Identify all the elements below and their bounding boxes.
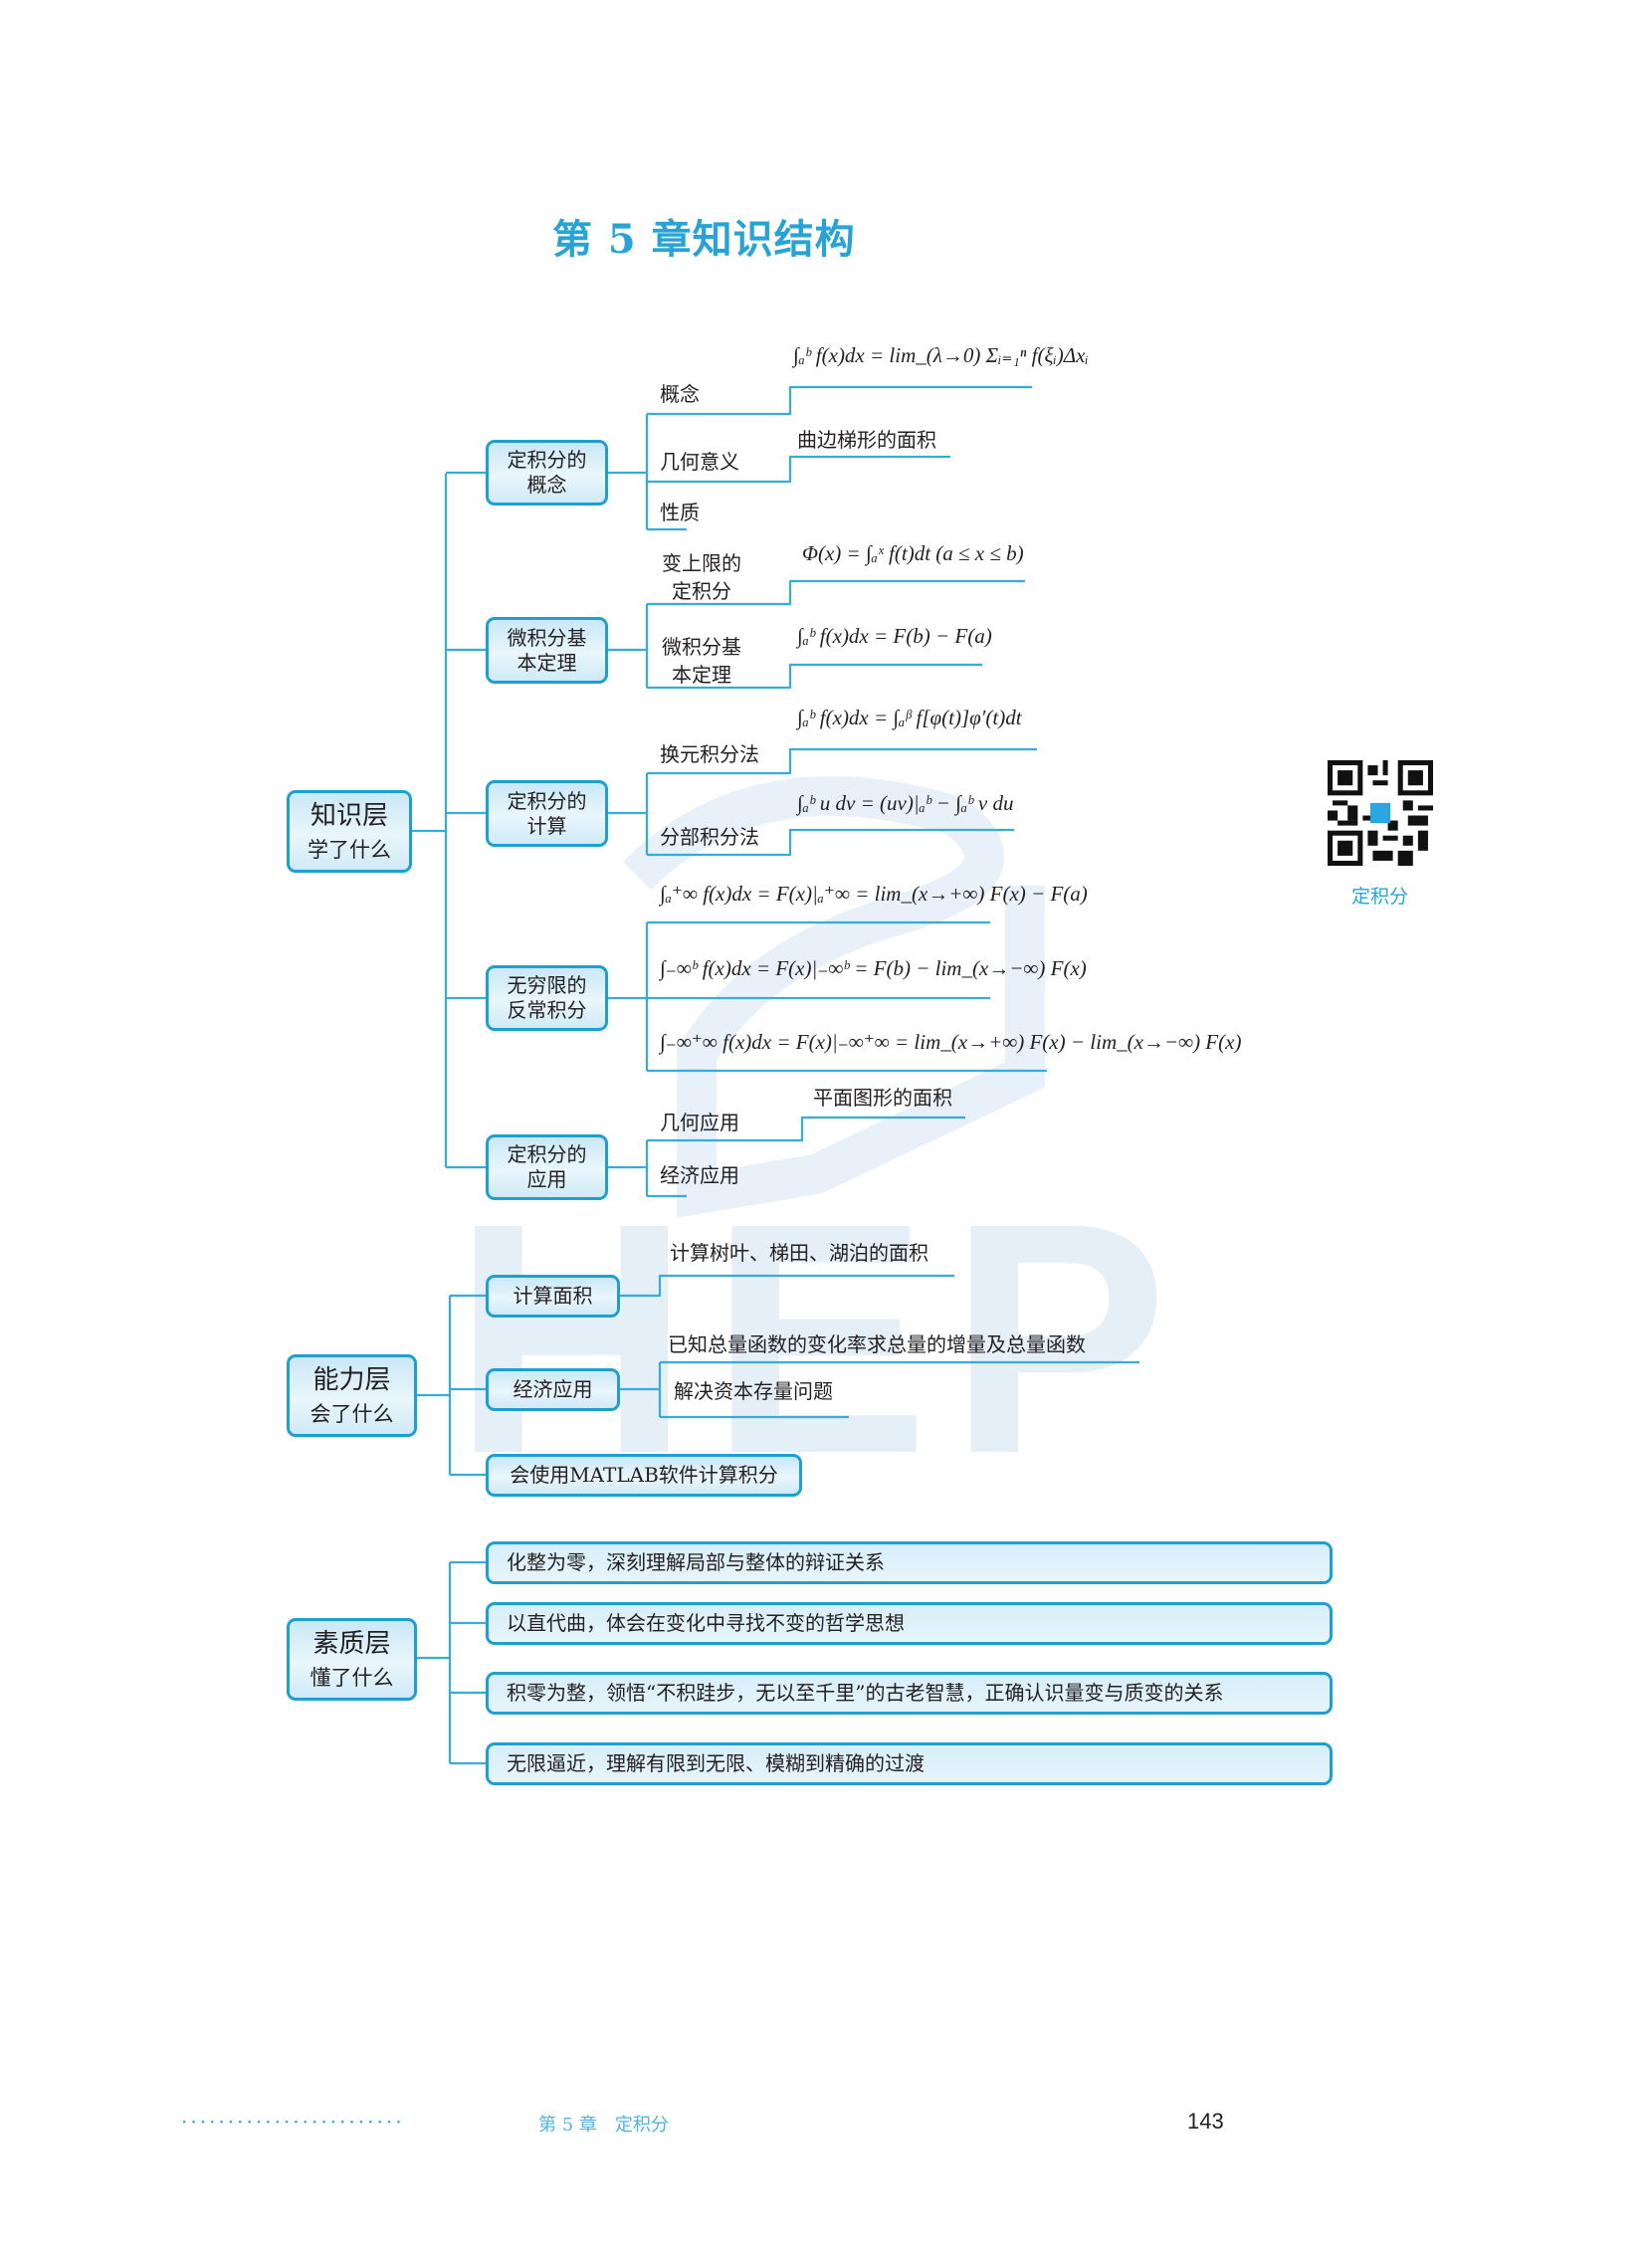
improper-formula-both: ∫₋∞⁺∞ f(x)dx = F(x)|₋∞⁺∞ = lim_(x→+∞) F(… xyxy=(660,1030,1242,1054)
computation-node: 定积分的计算 xyxy=(486,780,608,847)
node-label: 无穷限的反常积分 xyxy=(507,973,587,1022)
property-label: 性质 xyxy=(660,501,700,524)
economic-application-node: 经济应用 xyxy=(486,1368,620,1411)
quality-item: 无限逼近，理解有限到无限、模糊到精确的过渡 xyxy=(486,1742,1333,1785)
node-title: 知识层 xyxy=(310,801,388,832)
quality-item: 以直代曲，体会在变化中寻找不变的哲学思想 xyxy=(486,1602,1333,1645)
concept-node: 定积分的概念 xyxy=(486,440,608,506)
plane-figure-area: 平面图形的面积 xyxy=(813,1086,952,1110)
substitution-formula: ∫ₐᵇ f(x)dx = ∫ₐᵝ f[φ(t)]φ′(t)dt xyxy=(797,706,1022,729)
newton-leibniz-formula: ∫ₐᵇ f(x)dx = F(b) − F(a) xyxy=(797,624,992,648)
node-title: 能力层 xyxy=(312,1365,391,1396)
parts-formula: ∫ₐᵇ u dv = (uv)|ₐᵇ − ∫ₐᵇ v du xyxy=(797,791,1014,815)
node-subtitle: 会了什么 xyxy=(310,1401,394,1426)
watermark: HEP xyxy=(453,1154,1188,1522)
ability-layer-node: 能力层 会了什么 xyxy=(287,1354,417,1437)
economy-detail-total: 已知总量函数的变化率求总量的增量及总量函数 xyxy=(668,1332,1086,1356)
quality-item-text: 无限逼近，理解有限到无限、模糊到精确的过渡 xyxy=(507,1751,925,1775)
quality-item-text: 积零为整，领悟“不积跬步，无以至千里”的古老智慧，正确认识量变与质变的关系 xyxy=(507,1681,1224,1705)
qr-code-icon[interactable] xyxy=(1328,760,1433,866)
geometric-application-label: 几何应用 xyxy=(660,1111,739,1134)
node-label: 定积分的计算 xyxy=(507,788,587,838)
economic-application-label: 经济应用 xyxy=(660,1163,739,1187)
area-calculation-node: 计算面积 xyxy=(486,1275,620,1318)
quality-item-text: 化整为零，深刻理解局部与整体的辩证关系 xyxy=(507,1550,885,1574)
node-title: 素质层 xyxy=(312,1629,391,1660)
node-subtitle: 懂了什么 xyxy=(310,1665,394,1690)
footer-chapter: 第 5 章 定积分 xyxy=(538,2115,669,2136)
upper-limit-integral-label: 变上限的定积分 xyxy=(662,551,741,603)
qr-code-label[interactable]: 定积分 xyxy=(1351,886,1409,908)
economy-detail-capital: 解决资本存量问题 xyxy=(674,1379,833,1403)
node-label: 计算面积 xyxy=(513,1284,593,1308)
fundamental-theorem-node: 微积分基本定理 xyxy=(486,617,608,684)
footer-dots: ························ xyxy=(181,2110,405,2134)
definition-formula: ∫ₐᵇ f(x)dx = lim_(λ→0) Σᵢ₌₁ⁿ f(ξᵢ)Δxᵢ xyxy=(793,343,1089,367)
application-node: 定积分的应用 xyxy=(486,1134,608,1200)
node-label: 会使用MATLAB软件计算积分 xyxy=(510,1463,778,1487)
knowledge-layer-node: 知识层 学了什么 xyxy=(287,790,412,873)
node-subtitle: 学了什么 xyxy=(308,837,391,862)
quality-layer-node: 素质层 懂了什么 xyxy=(287,1618,417,1701)
matlab-node: 会使用MATLAB软件计算积分 xyxy=(486,1454,802,1497)
quality-item-text: 以直代曲，体会在变化中寻找不变的哲学思想 xyxy=(507,1611,905,1635)
quality-item: 化整为零，深刻理解局部与整体的辩证关系 xyxy=(486,1541,1333,1584)
page-title: 第 5 章知识结构 xyxy=(552,216,856,263)
area-detail: 计算树叶、梯田、湖泊的面积 xyxy=(670,1241,929,1265)
node-label: 定积分的应用 xyxy=(507,1142,587,1191)
node-label: 微积分基本定理 xyxy=(507,625,587,675)
page-number: 143 xyxy=(1187,2109,1224,2134)
substitution-label: 换元积分法 xyxy=(660,742,759,766)
improper-formula-lower: ∫₋∞ᵇ f(x)dx = F(x)|₋∞ᵇ = F(b) − lim_(x→−… xyxy=(660,956,1087,980)
fundamental-theorem-label: 微积分基本定理 xyxy=(662,635,741,687)
concept-label: 概念 xyxy=(660,382,700,406)
geometric-meaning-label: 几何意义 xyxy=(660,450,739,474)
improper-integral-node: 无穷限的反常积分 xyxy=(486,965,608,1031)
quality-item: 积零为整，领悟“不积跬步，无以至千里”的古老智慧，正确认识量变与质变的关系 xyxy=(486,1672,1333,1715)
node-label: 定积分的概念 xyxy=(507,448,587,497)
node-label: 经济应用 xyxy=(513,1377,593,1401)
integration-by-parts-label: 分部积分法 xyxy=(660,825,759,849)
improper-formula-upper: ∫ₐ⁺∞ f(x)dx = F(x)|ₐ⁺∞ = lim_(x→+∞) F(x)… xyxy=(660,882,1088,906)
curved-trapezoid-area: 曲边梯形的面积 xyxy=(797,428,936,452)
upper-limit-formula: Φ(x) = ∫ₐˣ f(t)dt (a ≤ x ≤ b) xyxy=(802,541,1024,565)
